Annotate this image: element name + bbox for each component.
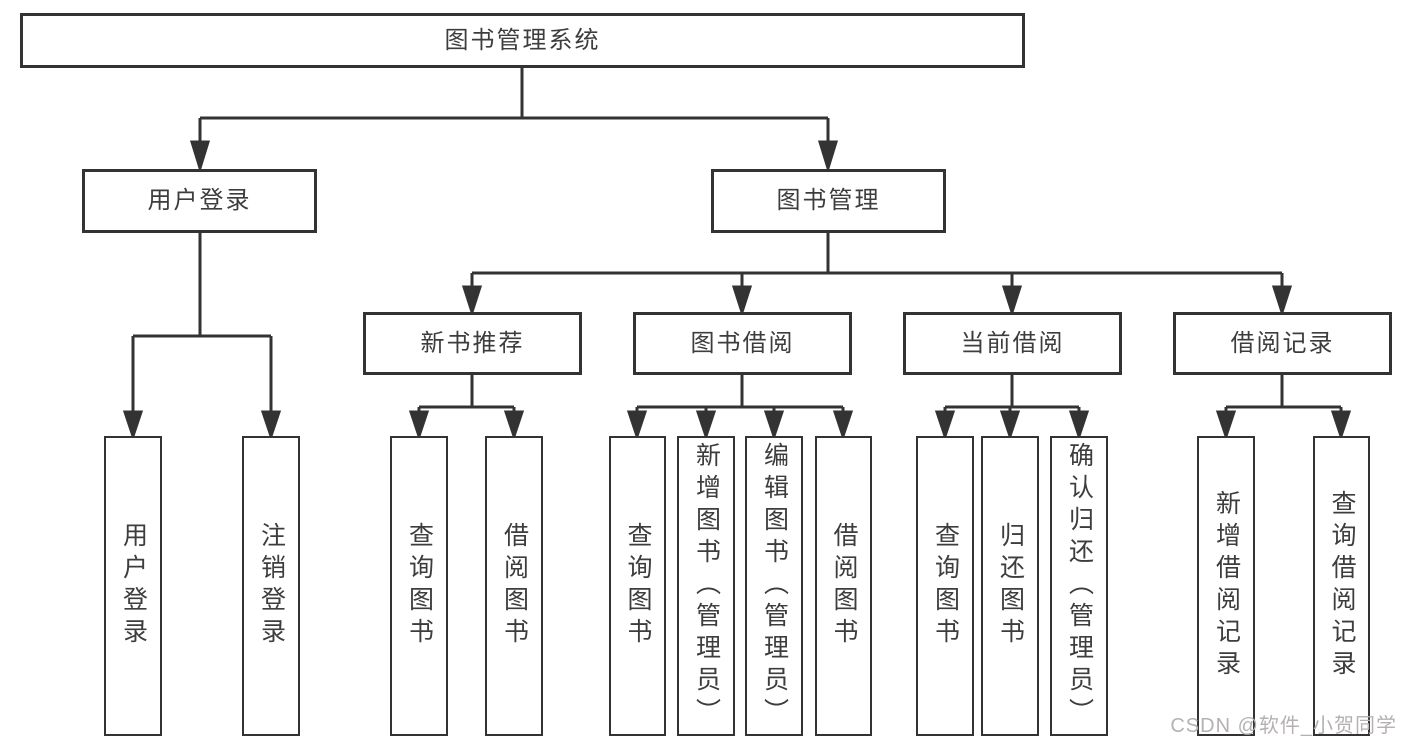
leaf-return-book: 归还图书 xyxy=(981,436,1039,736)
connector-lines xyxy=(1224,375,1343,413)
leaf-borrow-books-recommend: 借阅图书 xyxy=(485,436,543,736)
arrowhead xyxy=(408,410,430,441)
arrowhead xyxy=(1001,285,1023,317)
arrowhead xyxy=(731,285,753,317)
connector-borrow-records-to-leaves xyxy=(1215,375,1352,441)
leaf-add-borrow-record: 新增借阅记录 xyxy=(1197,436,1255,736)
connector-root-to-level2 xyxy=(189,68,839,174)
leaf-query-books-borrow: 查询图书 xyxy=(609,436,666,736)
leaf-logout: 注销登录 xyxy=(242,436,300,736)
arrowhead xyxy=(832,410,854,441)
leaf-query-books-current: 查询图书 xyxy=(916,436,974,736)
arrowhead xyxy=(260,410,282,441)
connector-lines xyxy=(198,68,830,144)
csdn-watermark: CSDN @软件_小贺同学 xyxy=(1170,715,1397,737)
arrowhead xyxy=(1330,410,1352,441)
connector-new-books-to-leaves xyxy=(408,375,525,441)
connector-lines xyxy=(131,233,273,414)
connector-lines xyxy=(470,233,1284,289)
node-new-book-recommend: 新书推荐 xyxy=(363,312,582,375)
arrowhead xyxy=(1068,410,1090,441)
connector-current-borrow-to-leaves xyxy=(934,375,1090,441)
arrowhead xyxy=(122,410,144,441)
node-user-login: 用户登录 xyxy=(82,169,317,233)
leaf-edit-book-admin: 编辑图书（管理员） xyxy=(745,436,803,736)
leaf-user-login: 用户登录 xyxy=(104,436,162,736)
arrowhead xyxy=(695,410,717,441)
arrowhead xyxy=(461,285,483,317)
arrowhead xyxy=(189,140,211,174)
leaf-query-borrow-record: 查询借阅记录 xyxy=(1313,436,1370,736)
connector-lines xyxy=(417,375,516,413)
arrowhead xyxy=(934,410,956,441)
leaf-query-books-recommend: 查询图书 xyxy=(390,436,448,736)
arrowhead xyxy=(999,410,1021,441)
node-root-system: 图书管理系统 xyxy=(20,13,1025,68)
connector-book-mgmt-to-level3 xyxy=(461,233,1293,317)
leaf-confirm-return-admin: 确认归还（管理员） xyxy=(1050,436,1108,736)
leaf-add-book-admin: 新增图书（管理员） xyxy=(677,436,735,736)
arrowhead xyxy=(503,410,525,441)
arrowhead xyxy=(1215,410,1237,441)
connector-lines xyxy=(943,375,1081,413)
node-book-borrow: 图书借阅 xyxy=(633,312,852,375)
arrowhead xyxy=(1271,285,1293,317)
connector-book-borrow-to-leaves xyxy=(626,375,854,441)
node-current-borrow: 当前借阅 xyxy=(903,312,1122,375)
node-borrow-records: 借阅记录 xyxy=(1173,312,1392,375)
arrowhead xyxy=(626,410,648,441)
arrowhead xyxy=(763,410,785,441)
connector-lines xyxy=(635,375,845,413)
arrowhead xyxy=(817,140,839,174)
node-book-management: 图书管理 xyxy=(711,169,946,233)
leaf-borrow-books: 借阅图书 xyxy=(815,436,872,736)
connector-user-login-to-leaves xyxy=(122,233,282,441)
